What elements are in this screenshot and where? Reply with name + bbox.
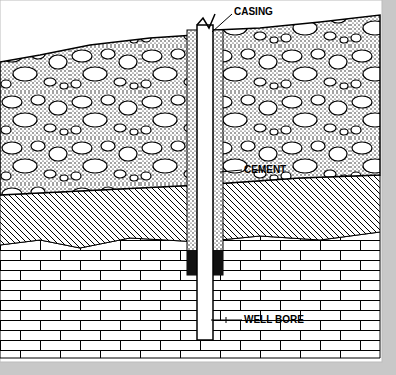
part-label: CASING xyxy=(234,6,273,18)
part-label: CEMENT xyxy=(244,164,286,176)
part-label: WELL BORE xyxy=(244,314,304,326)
leader-line xyxy=(212,14,232,32)
leader-line xyxy=(220,170,242,172)
